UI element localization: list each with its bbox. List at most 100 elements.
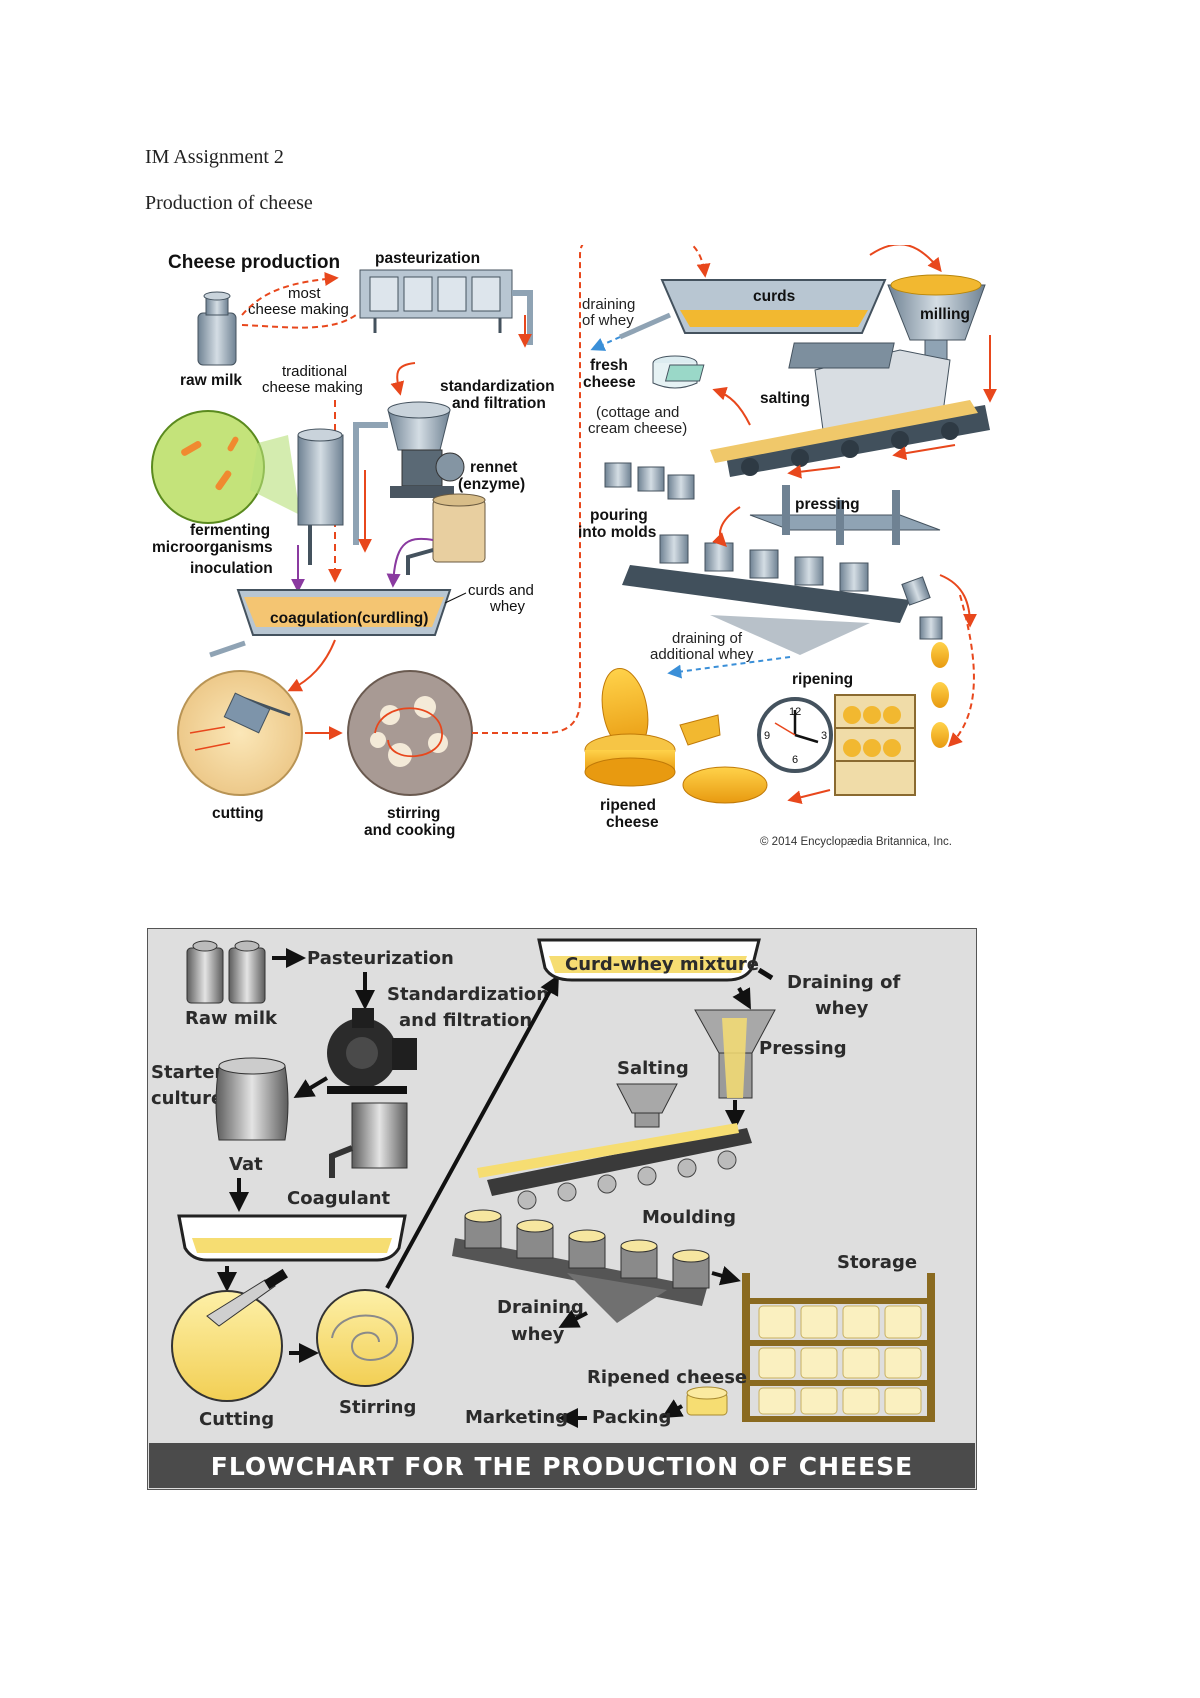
additional-whey-label-2: additional whey — [650, 646, 754, 663]
fermenting-label-1: fermenting — [190, 522, 270, 539]
cheese-rounds-icon — [931, 642, 949, 748]
fresh-cheese-label-2: cheese — [583, 374, 636, 391]
starter-tank-icon — [297, 428, 344, 565]
rennet-jar-icon — [406, 493, 486, 575]
additional-whey-label-1: draining of — [672, 630, 743, 647]
ripening-shelf-icon — [834, 694, 916, 796]
clock-icon — [757, 697, 833, 773]
flowchart-banner: FLOWCHART FOR THE PRODUCTION OF CHEESE — [211, 1452, 914, 1481]
curds-trough-icon — [618, 279, 887, 340]
cutting-circle-icon — [171, 1268, 288, 1402]
starter-label-2: culture — [151, 1088, 223, 1109]
salting-label: salting — [760, 390, 810, 407]
ripening-label: ripening — [792, 671, 853, 688]
standardization-label-2: and filtration — [399, 1010, 532, 1031]
cutting-label: cutting — [212, 805, 264, 822]
cottage-label-1: (cottage and — [596, 404, 679, 421]
standardization-label-1: standardization — [440, 378, 555, 395]
curd-vat-icon — [177, 1214, 407, 1262]
vat-label: Vat — [229, 1154, 263, 1175]
curd-whey-label: Curd-whey mixture — [565, 954, 759, 975]
conveyor-belt-icon — [477, 1123, 752, 1210]
ripened-label-1: ripened — [600, 797, 656, 814]
milk-cans-icon — [186, 940, 266, 1004]
salting-label: Salting — [617, 1058, 689, 1079]
packed-cheese-icon — [686, 1386, 728, 1416]
pouring-label-2: into molds — [578, 524, 656, 541]
document-heading: IM Assignment 2 — [145, 146, 284, 168]
pressing-hopper-icon — [694, 1009, 776, 1099]
cheese-flowchart-diagram: Pasteurization Raw milk Standardization … — [147, 928, 977, 1490]
raw-milk-label: raw milk — [180, 372, 242, 389]
stirring-label: Stirring — [339, 1397, 416, 1418]
vat-barrel-icon — [215, 1057, 289, 1141]
mould-conveyor-icon — [622, 534, 943, 655]
traditional-label-1: traditional — [282, 363, 347, 380]
draining-whey-2-label-1: Draining — [497, 1297, 584, 1318]
coagulant-container-icon — [329, 1102, 408, 1178]
moulding-conveyor-icon — [452, 1209, 710, 1323]
stirring-label-1: stirring — [387, 805, 440, 822]
salting-conveyor-icon — [710, 342, 990, 477]
inoculation-label: inoculation — [190, 560, 273, 577]
packing-label: Packing — [592, 1407, 671, 1428]
traditional-label-2: cheese making — [262, 379, 363, 396]
empty-molds-icon — [604, 462, 695, 500]
fermenting-label-2: microorganisms — [152, 539, 273, 556]
cottage-label-2: cream cheese) — [588, 420, 687, 437]
separator-icon — [353, 401, 465, 545]
draining-whey-label-1: Draining of — [787, 972, 900, 993]
cheese-production-diagram: Cheese production raw milk pasteurizatio… — [151, 245, 997, 848]
clock-12: 12 — [789, 706, 801, 718]
fresh-cheese-icon — [652, 355, 705, 389]
clock-3: 3 — [821, 730, 827, 742]
coagulant-label: Coagulant — [287, 1188, 391, 1209]
curd-whey-trough-icon — [537, 938, 761, 982]
stirring-circle-icon — [316, 1289, 414, 1387]
cutting-circle-icon — [177, 670, 303, 796]
starter-label-1: Starter — [151, 1062, 223, 1083]
salting-hopper-icon — [616, 1083, 678, 1128]
coagulation-vat-icon — [209, 589, 452, 658]
moulding-label: Moulding — [642, 1207, 736, 1228]
milk-can-icon — [197, 291, 237, 366]
clock-9: 9 — [764, 730, 770, 742]
pasteurization-label: Pasteurization — [307, 948, 454, 969]
ripened-label: Ripened cheese — [587, 1367, 747, 1388]
raw-milk-label: Raw milk — [185, 1008, 278, 1029]
storage-label: Storage — [837, 1252, 917, 1273]
clock-6: 6 — [792, 754, 798, 766]
press-icon — [749, 485, 941, 545]
most-label-2: cheese making — [248, 301, 349, 318]
draining-whey-label-2: of whey — [582, 312, 634, 329]
pressing-label: Pressing — [759, 1038, 847, 1059]
coagulation-label: coagulation(curdling) — [270, 610, 428, 627]
standardization-label-2: and filtration — [452, 395, 546, 412]
most-label-1: most — [288, 285, 321, 302]
marketing-label: Marketing — [465, 1407, 568, 1428]
document-subheading: Production of cheese — [145, 192, 313, 214]
milling-label: milling — [920, 306, 970, 323]
draining-whey-label-1: draining — [582, 296, 635, 313]
cutting-label: Cutting — [199, 1409, 274, 1430]
stirring-label-2: and cooking — [364, 822, 455, 839]
figure1-title: Cheese production — [168, 252, 340, 273]
storage-shelf-icon — [742, 1273, 935, 1422]
microorganism-magnifier-icon — [151, 410, 300, 524]
draining-whey-label-2: whey — [815, 998, 869, 1019]
ripened-label-2: cheese — [606, 814, 659, 831]
curds-whey-label-1: curds and — [468, 582, 534, 599]
copyright-label: © 2014 Encyclopædia Britannica, Inc. — [760, 836, 952, 848]
standardization-label-1: Standardization — [387, 984, 549, 1005]
pasteurization-label: pasteurization — [375, 250, 480, 267]
pasteurizer-icon — [359, 269, 533, 345]
curds-whey-label-2: whey — [489, 598, 526, 615]
stirring-circle-icon — [347, 670, 473, 796]
draining-whey-2-label-2: whey — [511, 1324, 565, 1345]
curds-label: curds — [753, 288, 795, 305]
rennet-label-2: (enzyme) — [458, 476, 525, 493]
ripened-cheese-icon — [584, 667, 768, 804]
pressing-label: pressing — [795, 496, 860, 513]
rennet-label-1: rennet — [470, 459, 517, 476]
fresh-cheese-label-1: fresh — [590, 357, 628, 374]
